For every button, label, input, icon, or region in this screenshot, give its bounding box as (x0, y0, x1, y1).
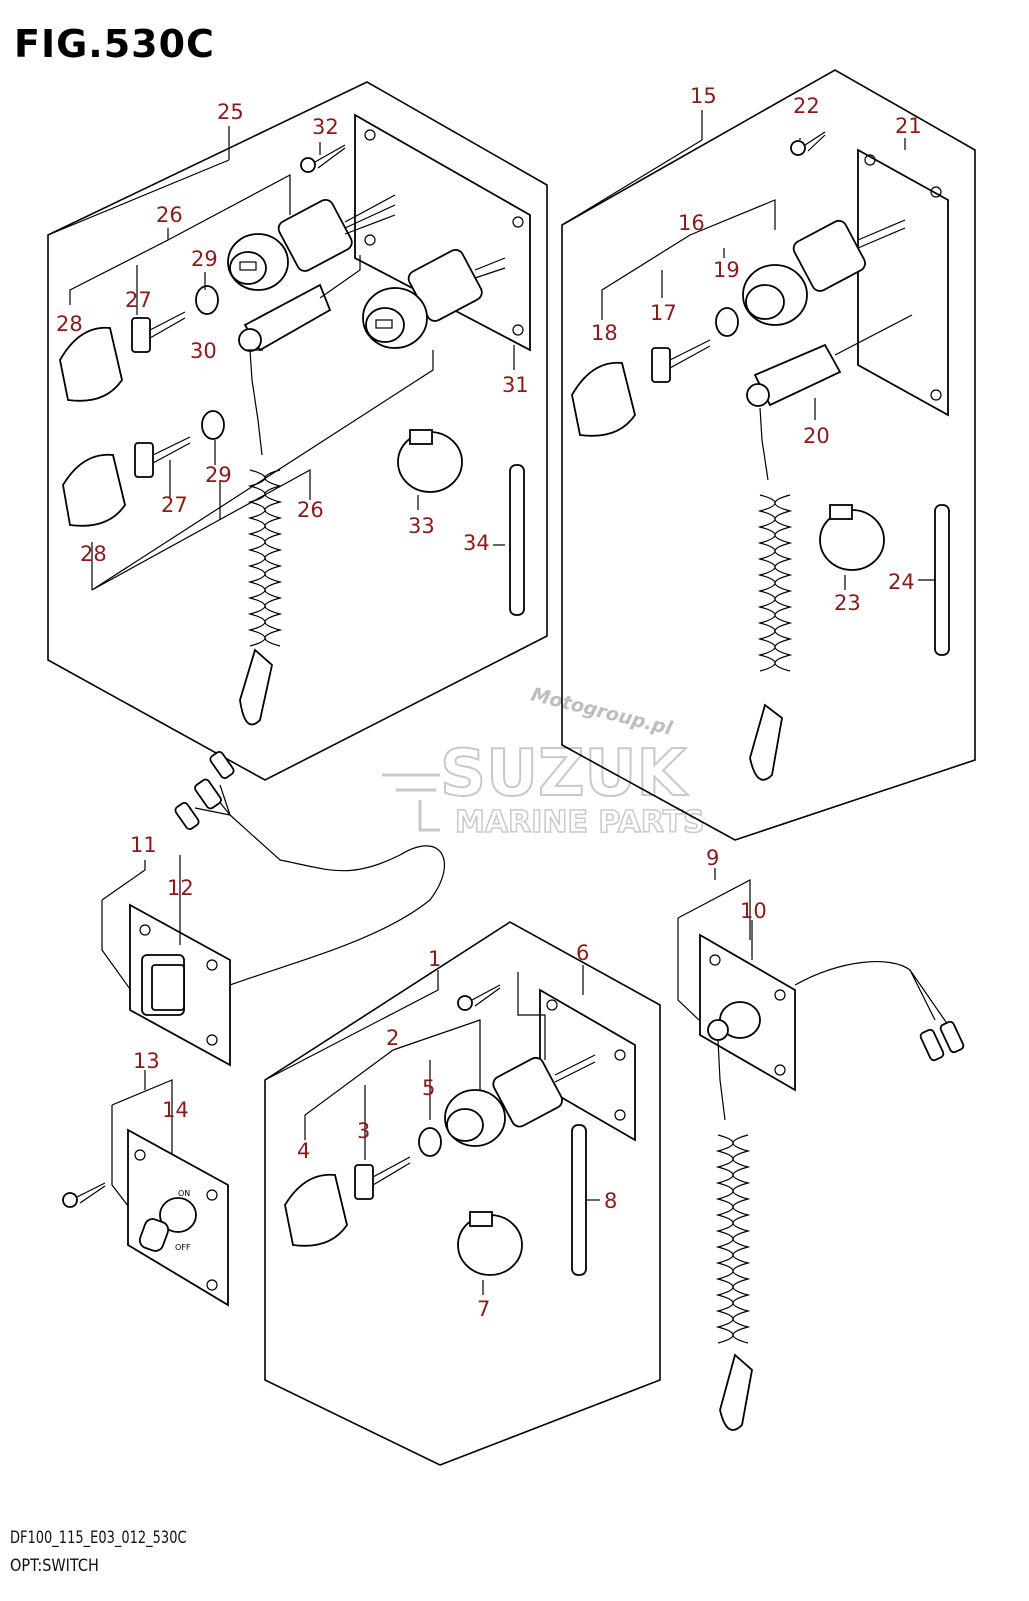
key-switch-lower-icon (362, 248, 506, 349)
key-27-lower-icon (134, 436, 191, 478)
cable-tie-8-icon (571, 1124, 587, 1276)
callout-20: 20 (803, 424, 830, 448)
callout-33: 33 (408, 514, 435, 538)
callout-22: 22 (793, 94, 820, 118)
cap-28-lower-icon (62, 453, 126, 527)
callout-31: 31 (502, 373, 529, 397)
callout-17: 17 (650, 301, 677, 325)
callout-24: 24 (888, 570, 915, 594)
figure-name: OPT:SWITCH (10, 1556, 99, 1576)
screw-32-icon (300, 144, 346, 173)
callout-26-lower: 26 (297, 498, 324, 522)
box-panel-assy-25 (47, 81, 548, 781)
key-27-upper-icon (131, 311, 186, 353)
knob-7-icon (457, 1211, 523, 1276)
callout-8: 8 (604, 1189, 617, 1213)
callout-18: 18 (591, 321, 618, 345)
cap-28-upper-icon (59, 326, 123, 402)
switch-on-label: ON (178, 1189, 190, 1198)
lanyard-coil-icon (239, 349, 283, 726)
ring-5-icon (418, 1127, 442, 1157)
screw-1-icon (457, 984, 501, 1011)
callout-4: 4 (297, 1139, 310, 1163)
callout-15: 15 (690, 84, 717, 108)
switch-11-assy (101, 751, 446, 1067)
watermark: SUZUK MARINE PARTS Motogroup.pl (382, 684, 705, 841)
screw-22-icon (790, 131, 826, 156)
callout-26-upper: 26 (156, 203, 183, 227)
callout-7: 7 (477, 1297, 490, 1321)
key-switch-2-icon (444, 1054, 596, 1147)
callout-6: 6 (576, 941, 589, 965)
cap-18-icon (571, 361, 636, 437)
key-3-icon (354, 1156, 411, 1200)
callout-21: 21 (895, 114, 922, 138)
ring-29-upper-icon (195, 285, 219, 315)
cap-4-icon (284, 1173, 348, 1247)
callout-12: 12 (167, 876, 194, 900)
key-switch-16-icon (742, 219, 906, 326)
callout-13: 13 (133, 1049, 160, 1073)
callout-32: 32 (312, 115, 339, 139)
screw-icon (62, 1182, 106, 1208)
callout-3: 3 (357, 1119, 370, 1143)
callout-1: 1 (428, 947, 441, 971)
callout-25: 25 (217, 100, 244, 124)
watermark-site: Motogroup.pl (529, 684, 675, 740)
callout-19: 19 (713, 258, 740, 282)
box-panel-assy-1 (264, 921, 661, 1466)
callout-28-upper: 28 (56, 312, 83, 336)
callout-labels: 1 2 3 4 5 6 7 8 9 10 11 12 13 14 15 16 1… (56, 84, 922, 1321)
callout-27-upper: 27 (125, 288, 152, 312)
callout-29-upper: 29 (191, 247, 218, 271)
knob-33-icon (397, 429, 463, 493)
callout-23: 23 (834, 591, 861, 615)
callout-9: 9 (706, 846, 719, 870)
callout-28-lower: 28 (80, 542, 107, 566)
callout-29-lower: 29 (205, 463, 232, 487)
figure-title: FIG.530C (14, 22, 215, 66)
switch-9-assy (677, 868, 965, 1431)
callout-2: 2 (386, 1026, 399, 1050)
figure-code: DF100_115_E03_012_530C (10, 1528, 187, 1548)
cable-tie-24-icon (934, 504, 950, 656)
stop-switch-30-icon (238, 255, 361, 352)
watermark-brand: SUZUK (440, 737, 688, 811)
switch-13-assy: ON OFF (62, 1070, 229, 1307)
key-17-icon (651, 339, 711, 383)
key-switch-upper-icon (227, 194, 396, 291)
stop-switch-20-icon (746, 314, 913, 407)
lanyard-coil-2-icon (749, 407, 793, 781)
ring-19-icon (715, 307, 739, 337)
callout-27-lower: 27 (161, 493, 188, 517)
callout-16: 16 (678, 211, 705, 235)
watermark-subtitle: MARINE PARTS (455, 805, 705, 840)
callout-34: 34 (463, 531, 490, 555)
switch-off-label: OFF (175, 1243, 191, 1252)
callout-30: 30 (190, 339, 217, 363)
cable-tie-34-icon (509, 464, 525, 616)
callout-10: 10 (740, 899, 767, 923)
ring-29-lower-icon (201, 410, 225, 440)
knob-23-icon (819, 504, 885, 571)
box-panel-assy-15 (561, 69, 976, 841)
callout-5: 5 (422, 1076, 435, 1100)
callout-11: 11 (130, 833, 157, 857)
callout-14: 14 (162, 1098, 189, 1122)
